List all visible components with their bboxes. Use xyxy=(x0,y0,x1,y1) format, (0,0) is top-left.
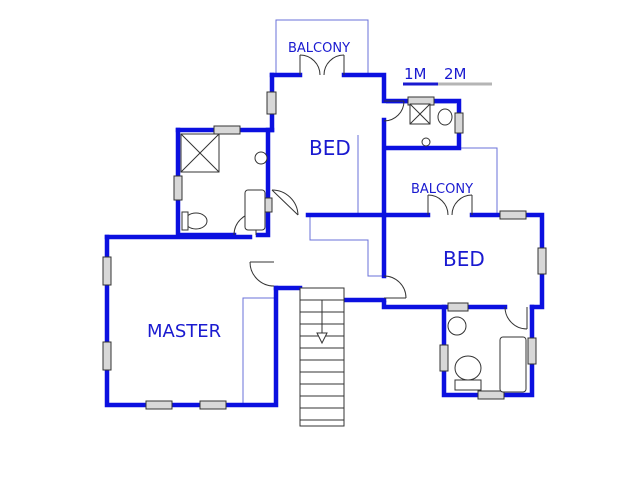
toilet-ensuite xyxy=(437,108,453,126)
window-ensuite-right xyxy=(454,112,464,134)
window-master-bottom-2 xyxy=(199,400,227,410)
balcony-right-outline xyxy=(387,147,498,214)
window-bath-right-left xyxy=(439,344,449,372)
window-master-bottom-1 xyxy=(145,400,173,410)
window-bath-left xyxy=(173,175,183,201)
label-bed-right: BED xyxy=(443,247,485,271)
window-bath-right-top xyxy=(447,302,469,312)
label-balcony-top: BALCONY xyxy=(288,41,350,56)
window-bed-top xyxy=(266,91,277,115)
scale-label-2m: 2M xyxy=(444,65,467,83)
toilet-right xyxy=(454,355,482,381)
room-labels: BALCONY BED BALCONY BED MASTER xyxy=(147,41,485,342)
partition-line-b xyxy=(309,216,384,277)
balcony-top-outline xyxy=(275,19,369,75)
basin-right xyxy=(447,316,467,336)
label-master: MASTER xyxy=(147,321,221,342)
doors xyxy=(233,54,528,330)
bath-right xyxy=(499,336,527,393)
window-bath-top xyxy=(213,125,241,135)
fixtures xyxy=(180,103,527,393)
window-master-left-1 xyxy=(102,256,112,286)
basin-left xyxy=(254,151,268,165)
window-bath-right-bottom xyxy=(477,390,505,400)
master-wardrobe-line xyxy=(242,297,276,405)
scale-label-1m: 1M xyxy=(404,65,427,83)
window-bath-right-right xyxy=(527,337,537,365)
staircase xyxy=(299,287,345,427)
bath-left xyxy=(244,189,266,231)
window-master-left-2 xyxy=(102,341,112,371)
window-bed-right-top xyxy=(499,210,527,220)
label-bed-top: BED xyxy=(309,136,351,160)
label-balcony-right: BALCONY xyxy=(411,182,473,197)
basin-ensuite xyxy=(421,137,431,147)
window-bed-right-side xyxy=(537,247,547,275)
scale-bar: 1M 2M xyxy=(403,65,492,86)
stair-arrow-head xyxy=(316,332,328,345)
